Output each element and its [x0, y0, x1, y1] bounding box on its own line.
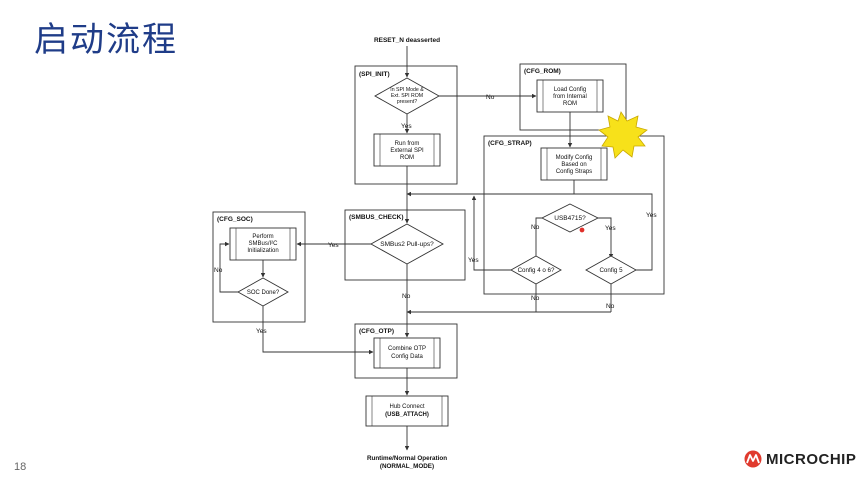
slide-title: 启动流程: [34, 20, 178, 60]
group-label-cfg-rom: (CFG_ROM): [524, 68, 561, 75]
modify-config-box: [540, 147, 608, 181]
group-label-spi-init: (SPI_INIT): [359, 71, 390, 78]
group-smbus-check: [344, 209, 466, 281]
group-cfg-strap: [483, 135, 665, 295]
edge-label-spi-no: No: [486, 94, 495, 101]
smbus-init-line1: Perform: [252, 234, 273, 240]
spi-mode-line1: In SPI Mode &: [390, 87, 424, 93]
group-cfg-otp: [354, 323, 458, 379]
edge-label-config5-no: No: [606, 303, 615, 310]
hub-connect-box: [365, 395, 449, 427]
end-line2: (NORMAL_MODE): [380, 463, 434, 470]
smbus-init-line3: Initialization: [247, 248, 278, 254]
edge-label-smbus-yes: Yes: [328, 242, 339, 249]
usb4715-label: USB4715?: [554, 215, 586, 222]
edge-label-smbus-no: No: [402, 293, 411, 300]
logo-text: MICROCHIP: [766, 450, 856, 468]
run-spi-line2: External SPI: [390, 148, 424, 154]
modify-config-line3: Config Straps: [556, 169, 592, 175]
group-label-cfg-otp: (CFG_OTP): [359, 328, 394, 335]
load-config-box: [536, 79, 604, 113]
load-config-line1: Load Config: [554, 87, 586, 93]
smbus-pullups-label: SMBus2 Pull-ups?: [380, 241, 434, 248]
microchip-logo-icon: [744, 450, 762, 468]
edge-label-usb-no: No: [531, 224, 540, 231]
soc-done-label: SOC Done?: [247, 290, 280, 296]
cursor-marker-icon: [578, 226, 586, 234]
group-label-cfg-soc: (CFG_SOC): [217, 216, 253, 223]
spi-mode-line2: Ext. SPI ROM: [391, 93, 423, 99]
load-config-line2: from Internal: [553, 94, 587, 100]
edge-label-config46-no: No: [531, 295, 540, 302]
edge-label-usb-yes: Yes: [605, 225, 616, 232]
modify-config-line2: Based on: [561, 162, 586, 168]
config5-label: Config 5: [599, 267, 623, 274]
group-cfg-soc: [212, 211, 306, 323]
run-spi-line3: ROM: [400, 155, 414, 161]
run-spi-line1: Run from: [395, 141, 420, 147]
edge-label-soc-no: No: [214, 267, 223, 274]
group-cfg-rom: [519, 63, 627, 131]
hub-connect-line1: Hub Connect: [389, 404, 424, 410]
spi-mode-line3: present?: [397, 99, 417, 105]
page-number: 18: [14, 461, 27, 473]
microchip-logo: MICROCHIP: [744, 450, 856, 468]
combine-otp-line1: Combine OTP: [388, 346, 426, 352]
edge-label-soc-yes: Yes: [256, 328, 267, 335]
group-spi-init: [354, 65, 458, 185]
group-label-cfg-strap: (CFG_STRAP): [488, 140, 532, 147]
config46-label: Config 4 o 6?: [518, 267, 555, 274]
group-label-smbus-check: (SMBUS_CHECK): [349, 214, 404, 221]
end-line1: Runtime/Normal Operation: [367, 455, 447, 462]
combine-otp-box: [373, 337, 441, 369]
start-label: RESET_N deasserted: [374, 37, 440, 44]
edge-label-spi-yes: Yes: [401, 123, 412, 130]
usb4715-decision: [540, 203, 600, 233]
smbus-init-box: [229, 227, 297, 261]
highlight-star-icon: [598, 111, 648, 159]
combine-otp-line2: Config Data: [391, 354, 423, 360]
modify-config-line1: Modify Config: [556, 155, 593, 161]
edge-label-config5-yes: Yes: [646, 212, 657, 219]
edge-label-config46-yes: Yes: [468, 257, 479, 264]
load-config-line3: ROM: [563, 101, 577, 107]
smbus-init-line2: SMBus/I²C: [248, 241, 278, 247]
hub-connect-line2: (USB_ATTACH): [385, 412, 429, 418]
